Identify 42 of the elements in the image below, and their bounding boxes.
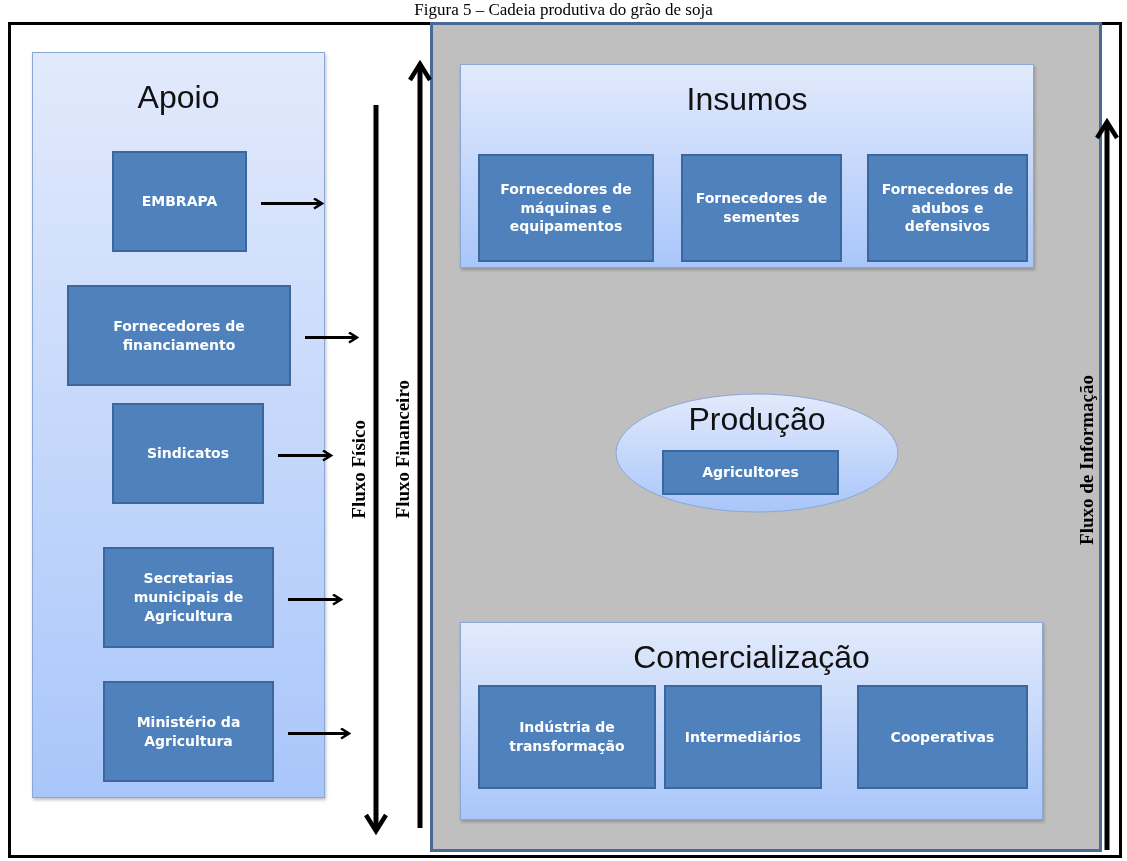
box-label: Fornecedores de máquinas e equipamentos (499, 179, 633, 237)
group-heading: Comercialização (632, 639, 871, 676)
box-label: Ministério da Agricultura (135, 712, 242, 751)
group-heading: Insumos (685, 81, 809, 118)
box-label: EMBRAPA (141, 192, 218, 211)
box-label: Fornecedores de sementes (694, 189, 829, 227)
process-box (103, 547, 274, 648)
group-panel (460, 622, 1043, 820)
process-box (857, 685, 1028, 789)
process-box (867, 154, 1028, 262)
flow-label: Fluxo Financeiro (392, 380, 414, 519)
arrow (305, 331, 359, 344)
box-label: Intermediários (684, 727, 802, 747)
arrow (288, 593, 343, 606)
box-label: Secretarias municipais de Agricultura (132, 569, 245, 626)
group-panel (460, 64, 1034, 268)
figure-title: Figura 5 – Cadeia produtiva do grão de soja (413, 0, 714, 19)
process-box (681, 154, 842, 262)
process-box (112, 403, 264, 504)
arrow (261, 197, 324, 210)
process-box (478, 154, 654, 262)
process-ellipse (615, 393, 899, 513)
group-heading: Apoio (136, 79, 221, 116)
group-panel (32, 52, 325, 798)
arrow (288, 727, 351, 740)
box-label: Sindicatos (146, 444, 230, 463)
group-heading: Produção (687, 401, 827, 438)
flow-label: Fluxo de Informação (1076, 375, 1098, 545)
box-label: Agricultores (702, 463, 799, 482)
box-label: Fornecedores de financiamento (112, 316, 246, 355)
process-box (664, 685, 822, 789)
arrow (278, 449, 333, 462)
box-label: Indústria de transformação (508, 718, 626, 756)
container-box (430, 22, 1102, 852)
process-box (478, 685, 656, 789)
process-box (103, 681, 274, 782)
box-label: Cooperativas (890, 727, 995, 747)
flow-label: Fluxo Físico (348, 420, 370, 519)
process-box (662, 450, 839, 495)
process-box (67, 285, 291, 386)
box-label: Fornecedores de adubos e defensivos (880, 179, 1015, 237)
process-box (112, 151, 247, 252)
